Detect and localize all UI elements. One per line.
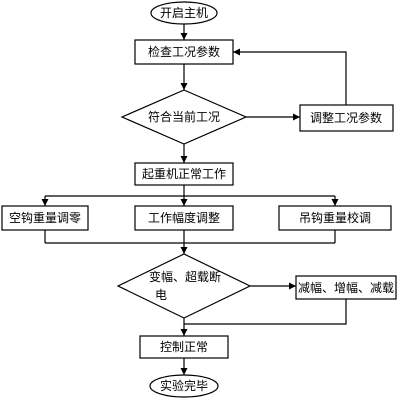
crane-normal-node: 起重机正常工作 [134,162,234,186]
control-normal-label: 控制正常 [160,340,208,354]
check-params-label: 检查工况参数 [148,44,220,59]
check-params-node: 检查工况参数 [134,39,234,65]
start-node: 开启主机 [150,1,218,25]
reduce-actions-label: 减幅、增幅、减载 [298,280,394,295]
edge-adjust-back-to-check [233,48,347,105]
hook-zero-node: 空钩重量调零 [1,205,89,231]
adjust-params-label: 调整工况参数 [310,110,382,125]
control-normal-node: 控制正常 [139,335,229,359]
decision-conditions-node: 符合当前工况 [120,89,248,145]
hook-calibrate-label: 吊钩重量校调 [299,210,371,225]
decision-cutoff-label-line1: 变幅、超载断 [149,269,221,284]
decision-conditions-label: 符合当前工况 [148,109,220,124]
edge-reduce-to-control [184,299,347,325]
hook-calibrate-node: 吊钩重量校调 [278,205,392,231]
end-node: 实验完毕 [149,374,219,398]
radius-adjust-node: 工作幅度调整 [134,205,234,231]
radius-adjust-label: 工作幅度调整 [148,210,220,225]
hook-zero-label: 空钩重量调零 [9,211,81,225]
start-label: 开启主机 [160,6,208,20]
adjust-params-node: 调整工况参数 [299,104,394,132]
reduce-actions-node: 减幅、增幅、减载 [295,275,397,300]
crane-normal-label: 起重机正常工作 [142,167,226,181]
end-label: 实验完毕 [160,378,208,393]
decision-cutoff-label-line2: 电 [155,288,167,302]
decision-cutoff-node: 变幅、超载断 电 [116,253,252,319]
